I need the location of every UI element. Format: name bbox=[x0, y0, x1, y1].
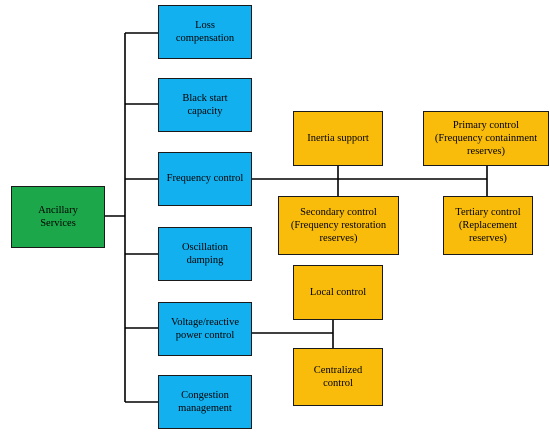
oscillation-damping-box: Oscillation damping bbox=[158, 227, 252, 281]
black-start-capacity-box: Black start capacity bbox=[158, 78, 252, 132]
ancillary-services-box: Ancillary Services bbox=[11, 186, 105, 248]
frequency-control-box: Frequency control bbox=[158, 152, 252, 206]
voltage-reactive-power-control-box: Voltage/reactive power control bbox=[158, 302, 252, 356]
local-control-label: Local control bbox=[309, 286, 367, 298]
tertiary-control-label: Tertiary control (Replacement reserves) bbox=[455, 206, 521, 245]
loss-compensation-box: Loss compensation bbox=[158, 5, 252, 59]
congestion-management-box: Congestion management bbox=[158, 375, 252, 429]
inertia-support-label: Inertia support bbox=[307, 132, 369, 144]
centralized-control-box: Centralized control bbox=[293, 348, 383, 406]
primary-control-box: Primary control (Frequency containment r… bbox=[423, 111, 549, 166]
primary-control-label: Primary control (Frequency containment r… bbox=[434, 119, 538, 158]
secondary-control-label: Secondary control (Frequency restoration… bbox=[290, 206, 387, 245]
ancillary-services-label: Ancillary Services bbox=[38, 204, 78, 229]
congestion-management-label: Congestion management bbox=[178, 389, 232, 414]
oscillation-damping-label: Oscillation damping bbox=[181, 241, 229, 266]
secondary-control-box: Secondary control (Frequency restoration… bbox=[278, 196, 399, 255]
inertia-support-box: Inertia support bbox=[293, 111, 383, 166]
voltage-reactive-power-control-label: Voltage/reactive power control bbox=[170, 316, 240, 341]
centralized-control-label: Centralized control bbox=[313, 364, 363, 389]
loss-compensation-label: Loss compensation bbox=[175, 19, 235, 44]
black-start-capacity-label: Black start capacity bbox=[182, 92, 228, 117]
tertiary-control-box: Tertiary control (Replacement reserves) bbox=[443, 196, 533, 255]
frequency-control-label: Frequency control bbox=[166, 173, 244, 185]
local-control-box: Local control bbox=[293, 265, 383, 320]
